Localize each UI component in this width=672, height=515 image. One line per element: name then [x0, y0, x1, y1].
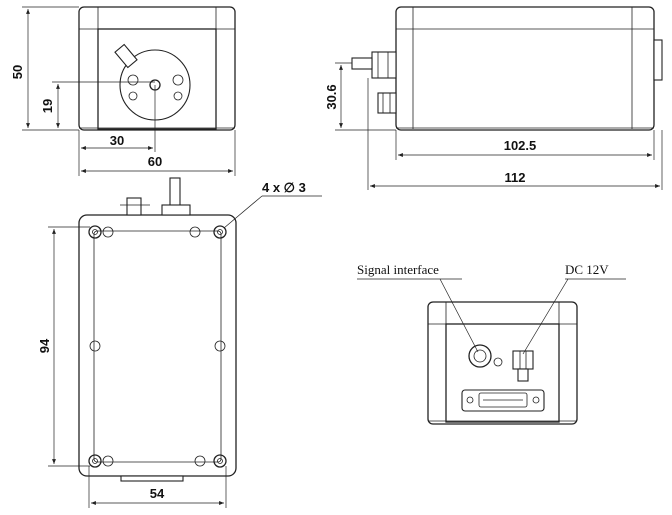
dim-text-54: 54 [150, 486, 165, 501]
dim-length-94: 94 [37, 226, 90, 467]
label-signal-interface: Signal interface [357, 262, 439, 277]
mounting-holes [88, 225, 227, 468]
dim-width-30: 30 [78, 85, 156, 176]
top-view: 4 x ∅ 3 94 54 [37, 177, 322, 508]
side-connectors [351, 51, 397, 114]
dim-text-50: 50 [10, 65, 25, 79]
dim-text-112: 112 [505, 170, 526, 185]
signal-interface-label: Signal interface [357, 262, 479, 353]
top-connectors [120, 177, 191, 216]
dim-text-19: 19 [40, 99, 55, 113]
dc-connector [512, 350, 534, 382]
front-view: 50 19 30 60 [10, 6, 236, 176]
dim-text-102-5: 102.5 [504, 138, 537, 153]
rear-view: Signal interface DC 12V [357, 262, 626, 425]
dim-text-30: 30 [110, 133, 124, 148]
dim-text-60: 60 [148, 154, 162, 169]
dim-width-54: 54 [88, 466, 227, 508]
dim-height-50: 50 [10, 6, 79, 131]
hole-callout: 4 x ∅ 3 [223, 180, 322, 229]
dim-text-94: 94 [37, 338, 52, 353]
signal-connector [468, 344, 503, 368]
dim-width-60: 60 [81, 130, 236, 176]
dim-text-30-6: 30.6 [324, 84, 339, 109]
dim-length-112: 112 [367, 78, 663, 190]
side-view: 30.6 102.5 112 [324, 6, 663, 190]
label-dc-12v: DC 12V [565, 262, 609, 277]
dim-height-19: 19 [40, 81, 155, 128]
dim-text-holes: 4 x ∅ 3 [262, 180, 306, 195]
dc-input-label: DC 12V [522, 262, 626, 355]
dsub-connector [461, 389, 545, 412]
dim-height-30-6: 30.6 [324, 62, 396, 131]
dim-length-102-5: 102.5 [395, 130, 655, 160]
